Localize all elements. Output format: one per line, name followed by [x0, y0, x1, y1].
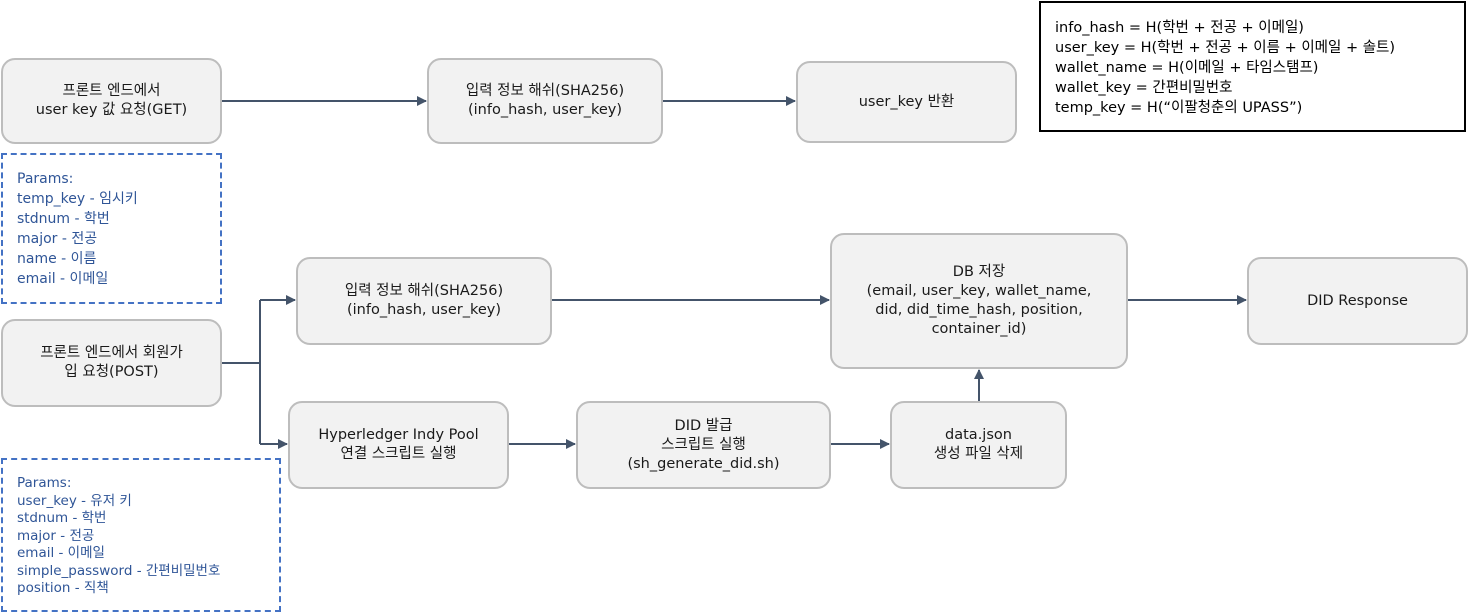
node-text: (email, user_key, wallet_name, — [866, 283, 1092, 299]
node-return-key: user_key 반환 — [796, 61, 1017, 143]
node-text: 입력 정보 해쉬(SHA256) — [465, 83, 625, 99]
params-line: position - 직책 — [17, 580, 109, 596]
node-text: DB 저장 — [952, 264, 1006, 280]
params-line: user_key - 유저 키 — [17, 492, 132, 509]
node-hash-top: 입력 정보 해쉬(SHA256) (info_hash, user_key) — [427, 58, 663, 144]
params-line: email - 이메일 — [17, 545, 105, 561]
node-text: DID Response — [1307, 292, 1408, 309]
node-text: data.json — [945, 427, 1012, 443]
node-text: user key 값 요청(GET) — [35, 102, 188, 118]
node-text: user_key 반환 — [858, 93, 955, 110]
params-line: stdnum - 학번 — [17, 510, 107, 526]
legend-line: temp_key = H(“이팔청춘의 UPASS”) — [1055, 100, 1303, 116]
legend-line: wallet_name = H(이메일 + 타임스탬프) — [1055, 60, 1319, 76]
node-text: 생성 파일 삭제 — [933, 446, 1024, 462]
params-line: simple_password - 간편비밀번호 — [17, 562, 221, 579]
node-did-response: DID Response — [1247, 257, 1468, 345]
legend-line: info_hash = H(학번 + 전공 + 이메일) — [1055, 20, 1304, 36]
node-text: (info_hash, user_key) — [467, 102, 623, 118]
node-hash-mid: 입력 정보 해쉬(SHA256) (info_hash, user_key) — [296, 257, 552, 345]
legend-box: info_hash = H(학번 + 전공 + 이메일) user_key = … — [1039, 1, 1466, 132]
node-text: (sh_generate_did.sh) — [627, 455, 780, 472]
node-db-store: DB 저장 (email, user_key, wallet_name, did… — [830, 233, 1128, 369]
node-text: DID 발급 — [674, 417, 733, 434]
params-line: major - 전공 — [17, 527, 95, 544]
node-text: 프론트 엔드에서 회원가 — [40, 345, 183, 361]
params-line: email - 이메일 — [17, 271, 109, 287]
node-text: 프론트 엔드에서 — [62, 83, 161, 99]
params-line: stdnum - 학번 — [17, 211, 110, 227]
params-line: Params: — [17, 475, 72, 491]
node-text: (info_hash, user_key) — [346, 302, 502, 318]
params-get: Params: temp_key - 임시키 stdnum - 학번 major… — [1, 153, 222, 304]
node-text: 연결 스크립트 실행 — [340, 446, 457, 462]
node-text: did, did_time_hash, position, — [875, 302, 1083, 318]
legend-line: wallet_key = 간편비밀번호 — [1055, 80, 1233, 96]
node-text: container_id) — [931, 321, 1027, 337]
node-indy-pool: Hyperledger Indy Pool 연결 스크립트 실행 — [288, 401, 509, 489]
node-text: 입력 정보 해쉬(SHA256) — [344, 283, 504, 299]
node-data-json: data.json 생성 파일 삭제 — [890, 401, 1067, 489]
node-post-request: 프론트 엔드에서 회원가 입 요청(POST) — [1, 319, 222, 407]
params-post: Params: user_key - 유저 키 stdnum - 학번 majo… — [1, 458, 281, 612]
node-get-request: 프론트 엔드에서 user key 값 요청(GET) — [1, 58, 222, 144]
params-line: name - 이름 — [17, 251, 97, 267]
node-did-issue: DID 발급 스크립트 실행 (sh_generate_did.sh) — [576, 401, 831, 489]
node-text: Hyperledger Indy Pool — [318, 427, 479, 443]
params-line: Params: — [17, 171, 74, 187]
node-text: 입 요청(POST) — [64, 364, 159, 380]
params-line: major - 전공 — [17, 231, 98, 247]
legend-line: user_key = H(학번 + 전공 + 이름 + 이메일 + 솔트) — [1055, 40, 1396, 56]
node-text: 스크립트 실행 — [661, 436, 746, 453]
params-line: temp_key - 임시키 — [17, 191, 138, 207]
